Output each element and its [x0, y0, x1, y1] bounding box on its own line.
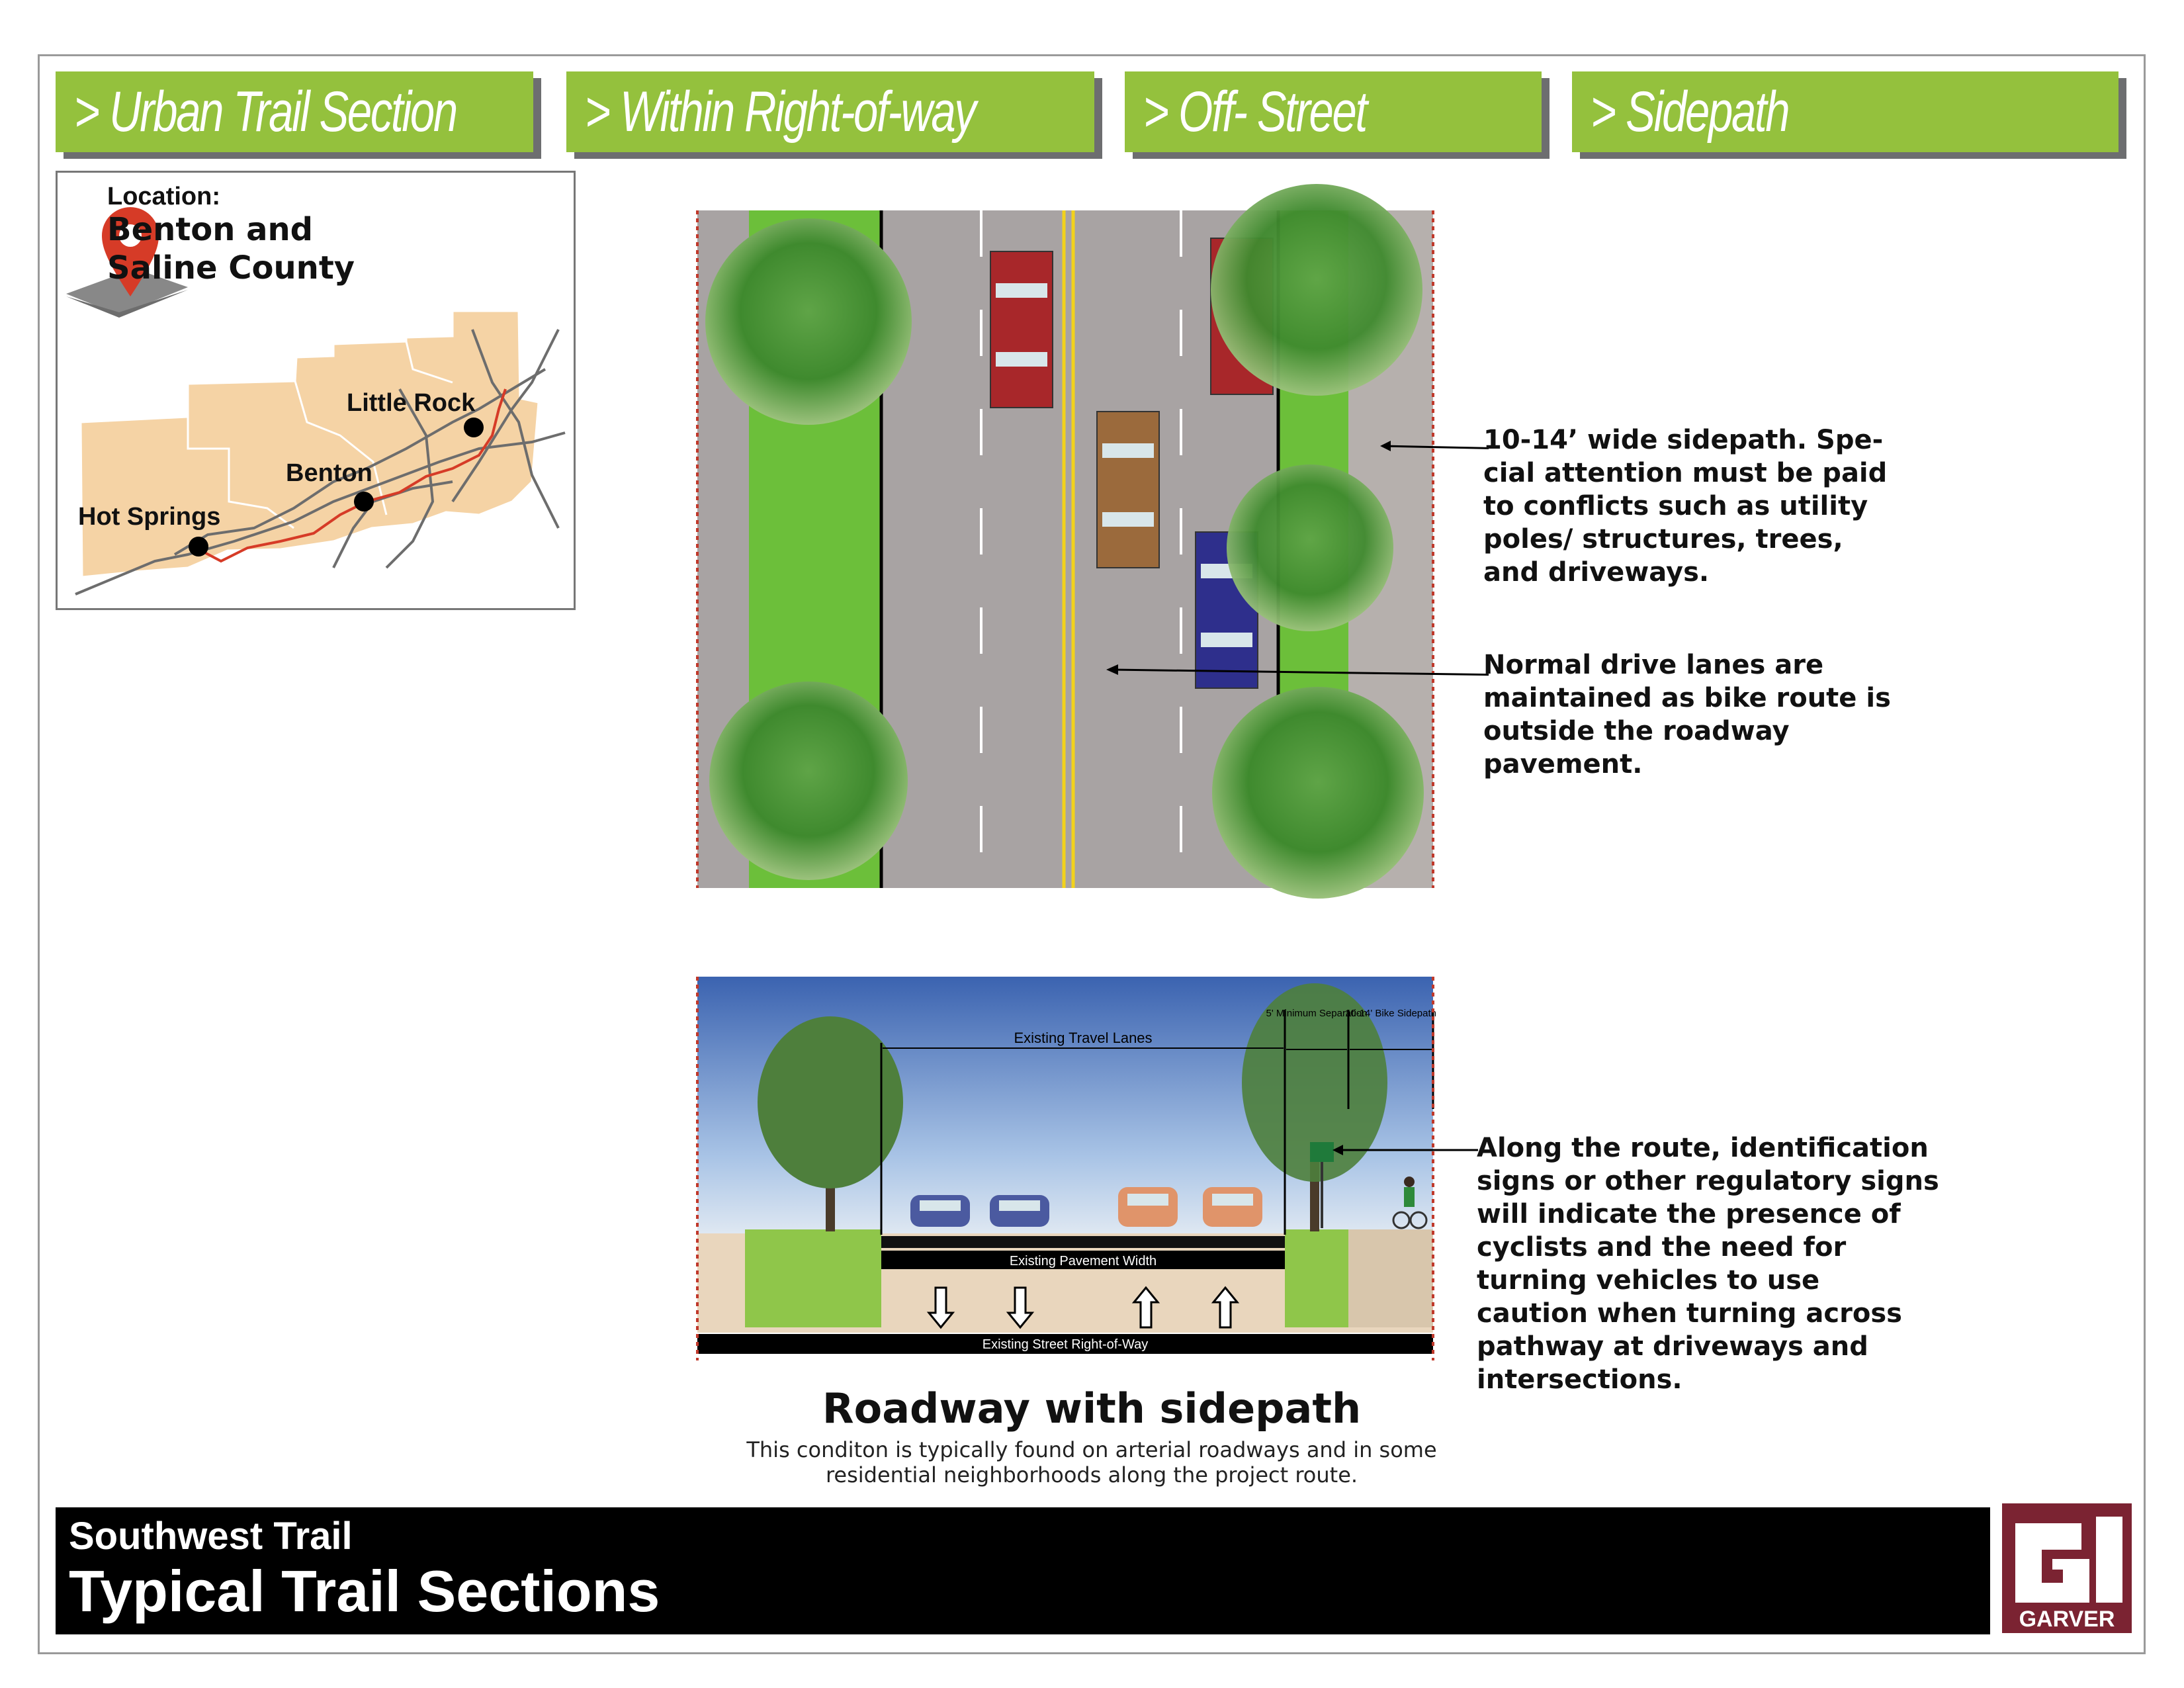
cross-section-diagram: Existing Pavement Width Existing Street …: [696, 977, 1478, 1360]
tree-bottom-left: [709, 682, 908, 880]
benton-dot: [354, 492, 374, 511]
footer-banner: Southwest Trail Typical Trail Sections: [56, 1507, 1990, 1634]
section-car-1: [910, 1195, 970, 1227]
right-of-way-label: Existing Street Right-of-Way: [983, 1337, 1148, 1352]
logo-text: GARVER: [2019, 1607, 2115, 1632]
pavement-width-bar: [881, 1251, 1285, 1269]
note-drive-lanes: Normal drive lanes are maintained as bik…: [1483, 650, 1891, 779]
right-of-way-bar: [697, 1334, 1433, 1354]
car-red: [990, 251, 1053, 408]
arrow-down-icon: [926, 1286, 955, 1329]
arrow-down-icon: [1006, 1286, 1035, 1329]
city-label-little-rock: Little Rock: [347, 389, 476, 417]
section-tree-left: [758, 1016, 903, 1231]
location-name: Benton and Saline County: [107, 211, 355, 287]
section-caption-title: Roadway with sidepath: [822, 1384, 1362, 1433]
tree-top-left: [705, 218, 912, 425]
arrow-up-icon: [1131, 1286, 1160, 1329]
traffic-direction-arrows: [926, 1286, 1240, 1329]
car-brown: [1096, 411, 1160, 568]
section-caption-subtitle: This conditon is typically found on arte…: [746, 1437, 1437, 1488]
separation-label: 5' Minimum Separation: [1266, 1008, 1368, 1019]
tab-label: > Sidepath: [1591, 79, 1790, 144]
tree-bottom-right: [1212, 687, 1424, 899]
section-tree-right: [1242, 983, 1387, 1231]
city-label-benton: Benton: [286, 459, 372, 487]
garver-logo: GARVER: [2002, 1503, 2132, 1633]
tree-middle-right: [1227, 465, 1393, 631]
section-car-3: [1118, 1187, 1178, 1227]
footer-subtitle: Southwest Trail: [69, 1515, 353, 1558]
section-car-4: [1203, 1187, 1262, 1227]
tab-within-right-of-way[interactable]: > Within Right-of-way: [566, 71, 1094, 152]
sidepath-section: [1348, 1229, 1433, 1327]
plan-view-diagram: [696, 184, 1489, 899]
tree-top-right: [1211, 184, 1422, 396]
sidepath-width-label: 10-14' Bike Sidepath: [1345, 1008, 1436, 1019]
tab-label: > Within Right-of-way: [585, 79, 977, 144]
pavement-width-label: Existing Pavement Width: [1010, 1254, 1157, 1268]
location-label: Location:: [107, 183, 220, 210]
city-label-hot-springs: Hot Springs: [78, 503, 221, 531]
tab-off-street[interactable]: > Off- Street: [1125, 71, 1542, 152]
hot-springs-dot: [189, 537, 208, 556]
note-sidepath: 10-14’ wide sidepath. Spe-cial attention…: [1483, 425, 1888, 588]
note-signs: Along the route, identification signs or…: [1477, 1133, 1939, 1395]
tab-label: > Urban Trail Section: [74, 79, 458, 144]
tab-sidepath[interactable]: > Sidepath: [1572, 71, 2118, 152]
right-planting-strip: [1285, 1229, 1348, 1327]
cyclist-icon: [1392, 1177, 1428, 1229]
location-map: [66, 207, 566, 596]
map-pin-icon: [66, 207, 188, 318]
little-rock-dot: [464, 418, 484, 437]
tab-label: > Off- Street: [1143, 79, 1368, 144]
bike-route-sign-icon: [1310, 1142, 1334, 1228]
page-border: [38, 54, 2146, 1654]
section-car-2: [990, 1195, 1049, 1227]
footer-title: Typical Trail Sections: [69, 1558, 660, 1624]
travel-lanes-label: Existing Travel Lanes: [1014, 1030, 1152, 1046]
left-planting-strip: [745, 1229, 881, 1327]
arrow-up-icon: [1211, 1286, 1240, 1329]
tab-urban-trail-section[interactable]: > Urban Trail Section: [56, 71, 533, 152]
